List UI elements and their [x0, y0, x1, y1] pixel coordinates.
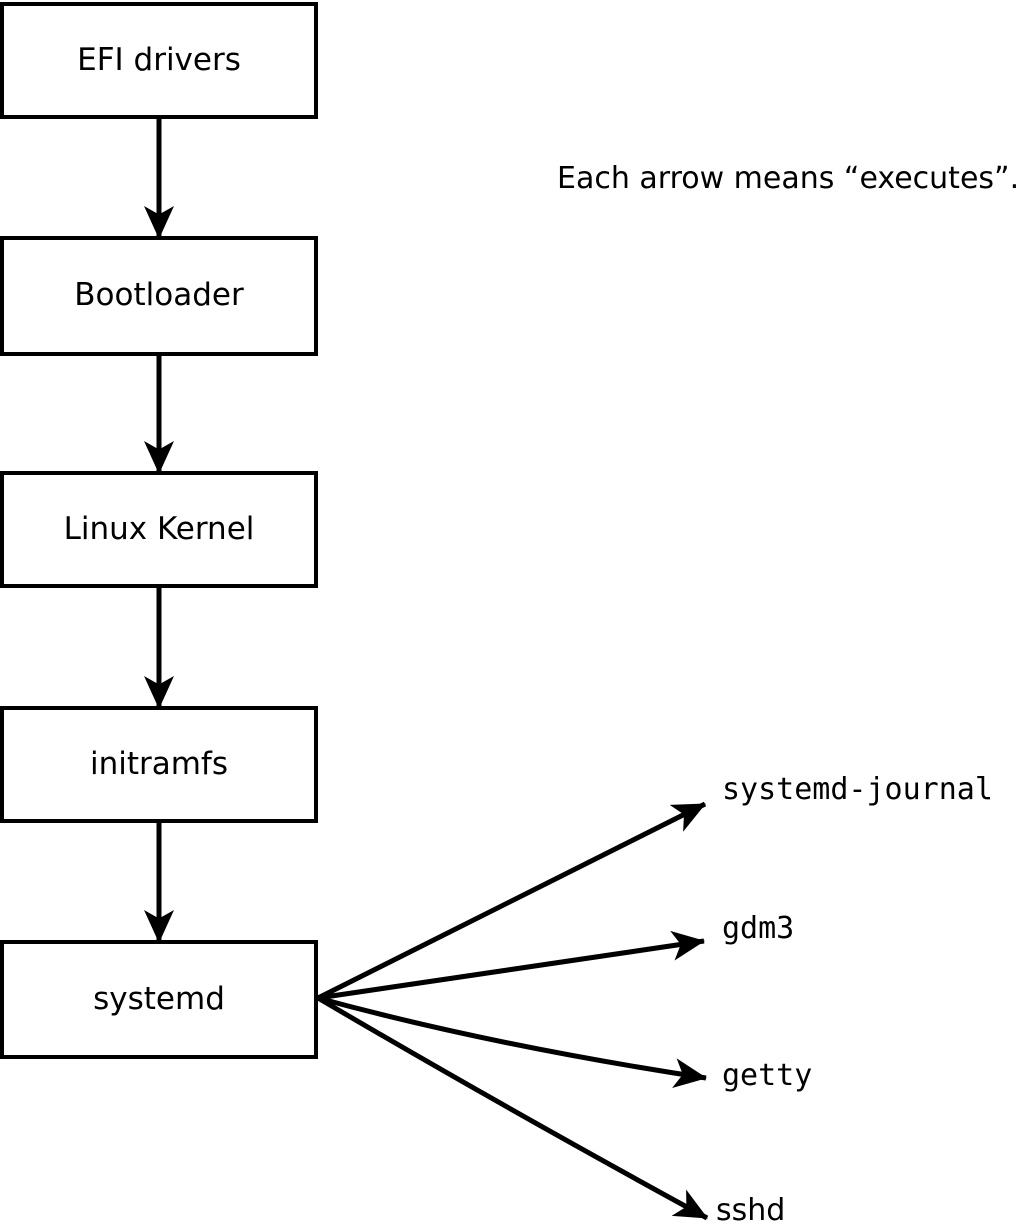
arrow-systemd-to-gdm3: [317, 930, 705, 1001]
box-initramfs: initramfs: [0, 706, 318, 823]
arrow-systemd-to-getty: [317, 995, 707, 1088]
label-getty: getty: [722, 1058, 813, 1093]
box-linux-kernel: Linux Kernel: [0, 471, 318, 588]
box-systemd-label: systemd: [93, 980, 225, 1017]
box-bootloader-label: Bootloader: [74, 277, 244, 314]
label-systemd-journal: systemd-journal: [722, 772, 993, 807]
box-initramfs-label: initramfs: [89, 745, 229, 782]
arrow-systemd-to-sshd: [316, 995, 709, 1221]
label-gdm3: gdm3: [722, 911, 795, 946]
caption-arrow-meaning: Each arrow means “executes”.: [557, 161, 1020, 196]
box-bootloader: Bootloader: [0, 236, 318, 356]
box-linux-kernel-label: Linux Kernel: [63, 510, 255, 547]
label-sshd: sshd: [716, 1193, 786, 1228]
box-efi-drivers: EFI drivers: [0, 2, 318, 119]
arrow-systemd-to-journal: [316, 801, 707, 1001]
box-efi-drivers-label: EFI drivers: [77, 41, 241, 78]
box-systemd: systemd: [0, 940, 318, 1059]
